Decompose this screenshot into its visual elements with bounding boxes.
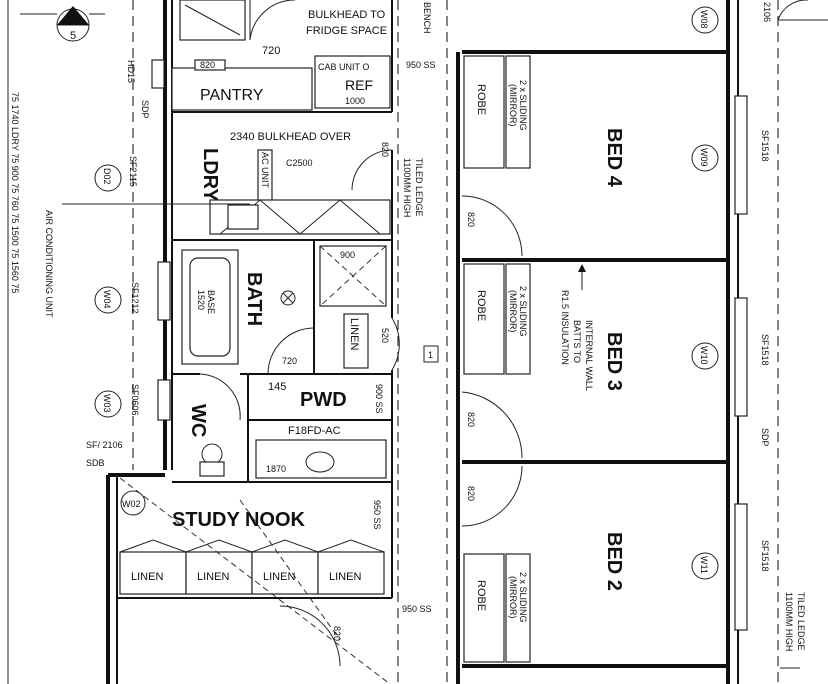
room-label-pwd: PWD [300,389,347,411]
dimension-720-bath: 720 [282,356,297,366]
dimension-820-bed2: 820 [466,486,476,501]
room-label-ldry: LDRY [199,148,221,202]
dimension-1870: 1870 [266,464,286,474]
note-c2500: C2500 [286,158,313,168]
window-tag-w08: W08 [699,10,709,29]
note-insulation-3: INTERNAL WALL [584,320,594,391]
linen-label-1: LINEN [131,571,163,583]
mirror-label-3: (MIRROR) [508,576,518,619]
tag-d02: D02 [102,168,112,185]
note-bulkhead-over: 2340 BULKHEAD OVER [230,131,351,143]
room-label-bed4: BED 4 [603,128,625,188]
dimension-820-study: 820 [332,626,342,641]
linen-label-3: LINEN [263,571,295,583]
note-ledge-right-1: 1100MM HIGH [784,592,794,651]
bedroom-doors: 820 820 820 [461,195,523,527]
mirror-label-1: (MIRROR) [508,84,518,127]
note-sdp-1: SDP [140,100,150,119]
interior-walls [117,0,728,684]
linen-cupboards: LINEN LINEN LINEN LINEN [119,539,385,595]
note-sdb: SDB [86,458,105,468]
room-label-study-nook: STUDY NOOK [172,509,306,531]
robe-label-1: ROBE [475,84,487,115]
note-bath-1520: 1520 [196,290,206,310]
window-tag-w11: W11 [699,556,709,574]
window-tag-w04: W04 [102,290,112,309]
note-950ss-study: 950 SS [372,500,382,530]
note-ac-unit: AC UNIT [260,152,270,189]
note-2106-top: 2106 [762,2,772,22]
window-tag-w10: W10 [699,346,709,365]
window-tag-w03: W03 [102,394,112,413]
dimension-145: 145 [268,381,286,393]
left-annotations: HD15 SDP SF2115 D02 AIR CONDITIONING UNI… [44,60,250,468]
pantry: 720 820 PANTRY CAB UNIT O REF 1000 BULKH… [151,0,436,111]
note-ref: REF [345,77,373,93]
note-ledge-2: TILED LEDGE [414,158,424,217]
note-sdp-2: SDP [760,428,770,447]
dimension-520: 520 [380,328,390,343]
sliding-label-3: 2 x SLIDING [518,572,528,623]
note-f18fd-ac: F18FD-AC [288,425,341,437]
note-ledge-1: 1100MM HIGH [402,158,412,217]
note-ledge-right-2: TILED LEDGE [796,592,806,651]
tag-1: 1 [428,350,433,360]
note-insulation-2: BATTS TO [572,320,582,363]
window-tag-w02: W02 [122,499,141,509]
section-number: 5 [70,30,76,42]
room-label-wc: WC [187,404,209,437]
robes: ROBE (MIRROR) 2 x SLIDING ROBE (MIRROR) … [463,55,531,663]
dimension-1000: 1000 [345,96,365,106]
dimension-820-pantry: 820 [200,60,215,70]
note-950ss-bottom: 950 SS [402,604,432,614]
note-sf1518-1: SF1518 [760,130,770,162]
note-sf0606: SF0606 [130,384,140,416]
room-label-pantry: PANTRY [200,87,264,104]
note-900ss: 900 SS [374,384,384,414]
bath: 1520 BASE BATH 900 LINEN 520 1 720 [181,245,439,375]
note-sf1518-3: SF1518 [760,540,770,572]
sliding-label-1: 2 x SLIDING [518,80,528,131]
dimension-820-bed3: 820 [466,412,476,427]
mirror-label-2: (MIRROR) [508,290,518,333]
note-insulation-1: R1.5 INSULATION [560,290,570,365]
note-bulkhead: BULKHEAD TO [308,9,386,21]
laundry: 2340 BULKHEAD OVER LDRY AC UNIT C2500 82… [199,131,424,235]
window-tag-w09: W09 [699,148,709,167]
right-windows: W08 W09 SF1518 W10 SF1518 SDP W11 SF1518… [691,0,828,669]
left-dimensions: 75 1740 LDRY 75 900 75 760 75 1500 75 15… [10,92,20,293]
linen-label-2: LINEN [197,571,229,583]
note-950ss-top: 950 SS [406,60,436,70]
study-nook: W02 STUDY NOOK 950 SS LINEN LINEN LINEN … [119,477,432,684]
sliding-label-2: 2 x SLIDING [518,286,528,337]
robe-label-2: ROBE [475,290,487,321]
note-bath-base: BASE [206,290,216,314]
dimension-720-top: 720 [262,45,280,57]
note-sf1518-2: SF1518 [760,334,770,366]
dimension-900: 900 [340,250,355,260]
wc-pwd: 145 WC PWD F18FD-AC 1870 900 SS [187,373,387,479]
bedrooms: BED 4 BED 3 BED 2 R1.5 INSULATION BATTS … [560,128,625,591]
note-sf1212: SF1212 [130,282,140,314]
note-cab-unit: CAB UNIT O [318,62,369,72]
section-marker: A 5 [20,6,105,42]
note-air-conditioning: AIR CONDITIONING UNIT [44,210,54,318]
section-letter: A [69,14,77,26]
room-label-bath: BATH [243,272,265,326]
robe-label-3: ROBE [475,580,487,611]
note-linen-bath: LINEN [348,318,360,350]
room-label-bed3: BED 3 [603,332,625,391]
room-label-bed2: BED 2 [603,532,625,591]
note-fridge-space: FRIDGE SPACE [306,25,387,37]
dimension-820-bed4: 820 [466,212,476,227]
linen-label-4: LINEN [329,571,361,583]
note-hd15: HD15 [126,60,136,83]
dimension-820-ldry: 820 [380,142,390,157]
note-sf2106: SF/ 2106 [86,440,123,450]
note-sf2115: SF2115 [128,156,138,187]
note-bench: BENCH [422,2,432,34]
